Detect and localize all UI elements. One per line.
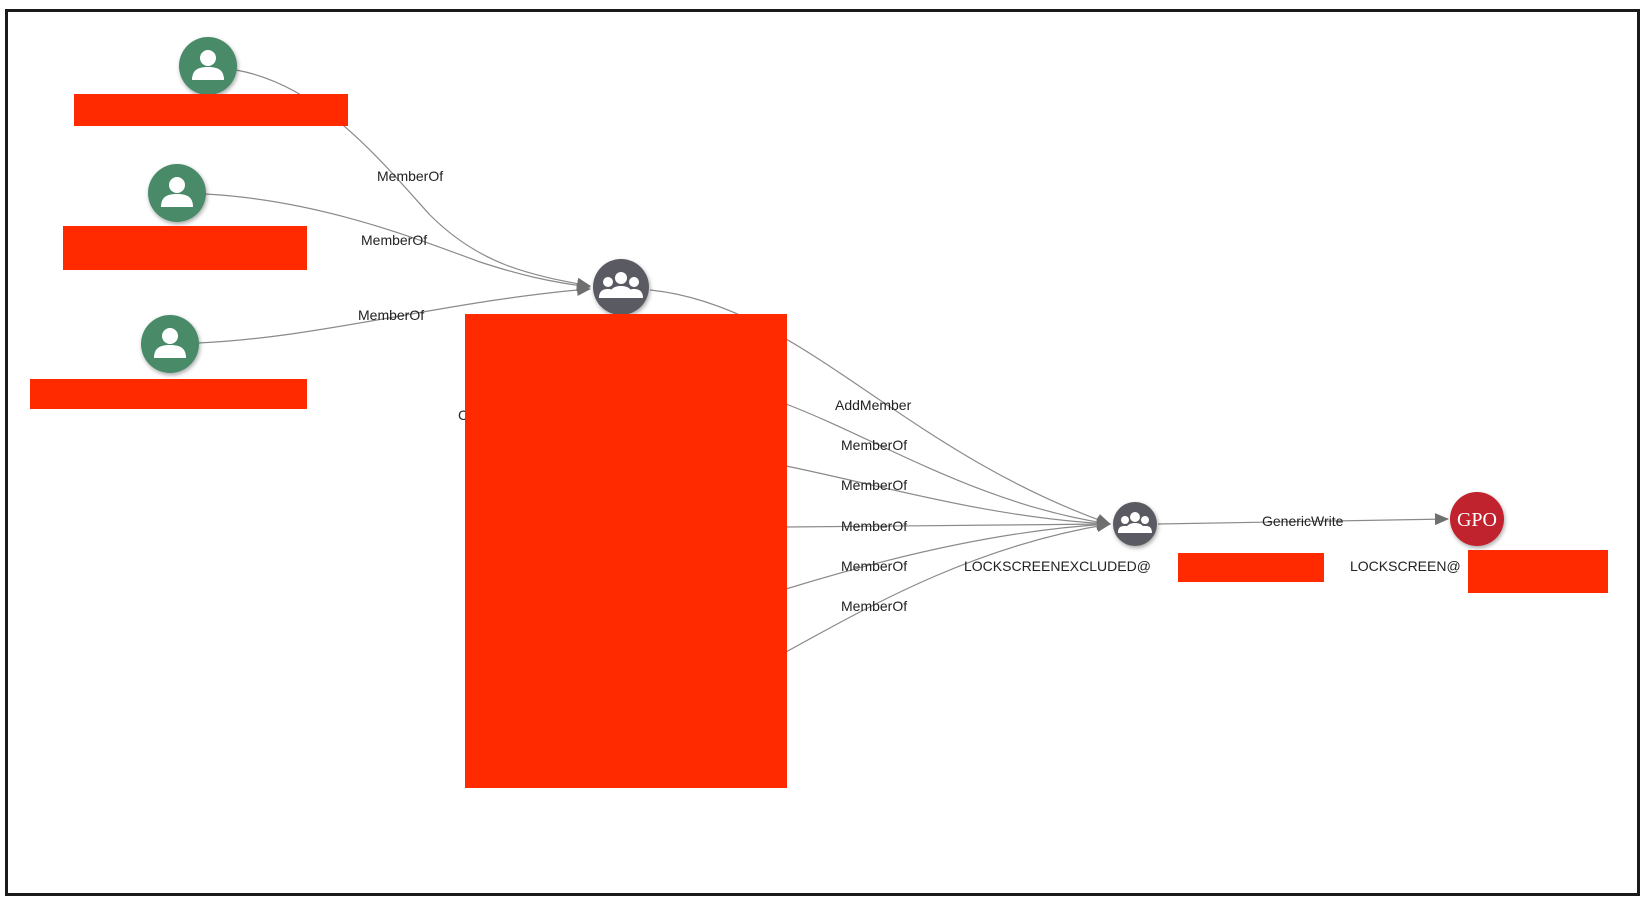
user-3-label-redacted bbox=[30, 379, 307, 409]
partial-label-glyph: C bbox=[458, 407, 468, 423]
gpo-domain-redacted bbox=[1468, 550, 1608, 593]
main-group-label-redacted bbox=[465, 314, 787, 788]
edge-label-memberof-5: MemberOf bbox=[841, 598, 907, 614]
edge-label-user1-memberof: MemberOf bbox=[377, 168, 443, 184]
lockscreen-excluded-label: LOCKSCREENEXCLUDED@ bbox=[964, 558, 1151, 574]
edge-addmember[interactable] bbox=[649, 289, 1111, 526]
group-icon bbox=[1118, 512, 1152, 533]
edge-label-addmember: AddMember bbox=[835, 397, 912, 413]
gpo-node-lockscreen[interactable] bbox=[1450, 492, 1504, 546]
edge-memberof-4[interactable] bbox=[785, 518, 1111, 590]
edge-user2-memberof[interactable] bbox=[204, 193, 591, 292]
edge-user3-memberof[interactable] bbox=[197, 284, 591, 344]
user-2-label-redacted bbox=[63, 226, 307, 270]
lockscreen-excluded-domain-redacted bbox=[1178, 553, 1324, 582]
edge-label-memberof-4: MemberOf bbox=[841, 558, 907, 574]
diagram-frame bbox=[5, 9, 1640, 896]
edge-label-memberof-1: MemberOf bbox=[841, 437, 907, 453]
user-icon bbox=[192, 50, 224, 80]
edge-genericwrite[interactable] bbox=[1157, 513, 1449, 526]
edge-memberof-3[interactable] bbox=[785, 518, 1111, 531]
edge-label-memberof-2: MemberOf bbox=[841, 477, 907, 493]
edge-label-user2-memberof: MemberOf bbox=[361, 232, 427, 248]
edge-memberof-5[interactable] bbox=[785, 520, 1111, 653]
edge-memberof-1[interactable] bbox=[785, 403, 1111, 529]
gpo-lockscreen-label: LOCKSCREEN@ bbox=[1350, 558, 1461, 574]
gpo-icon: GPO bbox=[1457, 509, 1497, 531]
edge-label-user3-memberof: MemberOf bbox=[358, 307, 424, 323]
edge-label-genericwrite: GenericWrite bbox=[1262, 513, 1344, 529]
group-icon bbox=[599, 272, 643, 298]
edge-label-memberof-3: MemberOf bbox=[841, 518, 907, 534]
edge-memberof-2[interactable] bbox=[785, 465, 1111, 530]
user-1-label-redacted bbox=[74, 94, 348, 126]
user-icon bbox=[154, 328, 186, 358]
user-icon bbox=[161, 177, 193, 207]
